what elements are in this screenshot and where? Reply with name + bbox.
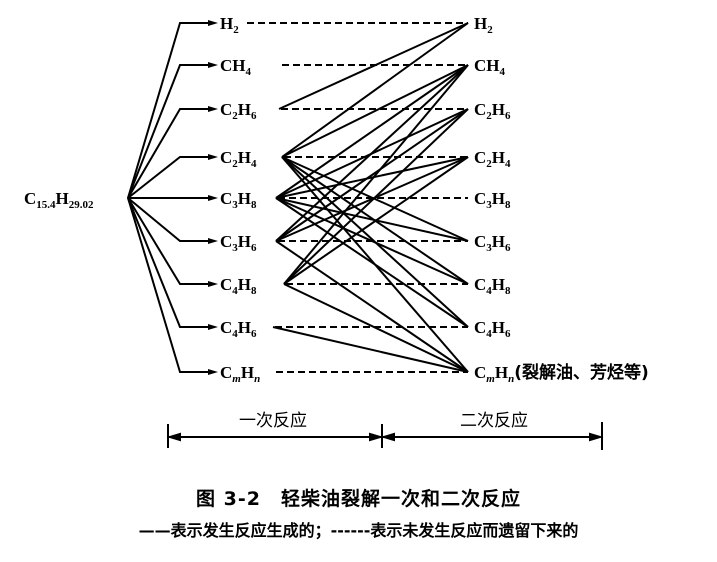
secondary-product-label-C3H6: C3H6 xyxy=(474,232,511,254)
figure-caption-title: 图 3-2 轻柴油裂解一次和二次反应 xyxy=(196,488,521,510)
secondary-reaction-lines xyxy=(272,22,469,373)
primary-arrow xyxy=(127,108,210,199)
secondary-reaction-line xyxy=(275,197,469,285)
primary-arrow xyxy=(127,197,210,242)
secondary-product-label-C2H4: C2H4 xyxy=(474,148,511,170)
secondary-reaction-line xyxy=(281,156,469,242)
secondary-product-label-C2H6: C2H6 xyxy=(474,100,511,122)
secondary-reaction-line xyxy=(275,156,469,242)
secondary-reaction-line xyxy=(275,108,469,242)
primary-arrow xyxy=(127,22,210,199)
stage-label-primary: 一次反应 xyxy=(239,411,307,431)
primary-arrow xyxy=(127,64,210,199)
primary-product-label-C3H8: C3H8 xyxy=(220,189,257,211)
primary-product-label-CmHn: CmHn xyxy=(220,363,260,385)
primary-product-label-C3H6: C3H6 xyxy=(220,232,257,254)
secondary-reaction-line xyxy=(275,156,469,199)
secondary-product-label-C4H8: C4H8 xyxy=(474,275,511,297)
feedstock-label: C15.4H29.02 xyxy=(24,189,94,211)
secondary-reaction-line xyxy=(272,326,469,373)
secondary-product-label-CH4: CH4 xyxy=(474,56,506,78)
primary-arrow xyxy=(127,156,210,199)
secondary-reaction-line xyxy=(275,240,469,373)
secondary-reaction-line xyxy=(281,64,469,158)
primary-arrow xyxy=(127,197,210,373)
secondary-reaction-line xyxy=(275,197,469,242)
secondary-product-label-CmHn: CmHn(裂解油、芳烃等) xyxy=(474,362,649,385)
primary-product-label-H2: H2 xyxy=(220,14,239,36)
primary-reaction-arrows xyxy=(127,20,218,375)
secondary-reaction-line xyxy=(283,283,469,373)
secondary-reaction-line xyxy=(278,22,469,110)
secondary-reaction-line xyxy=(275,197,469,328)
secondary-reaction-line xyxy=(281,22,469,158)
primary-product-label-C2H6: C2H6 xyxy=(220,100,257,122)
secondary-reaction-line xyxy=(283,64,469,285)
figure-caption-legend: ——表示发生反应生成的；------表示未发生反应而遗留下来的 xyxy=(138,521,579,540)
secondary-product-label-H2: H2 xyxy=(474,14,493,36)
primary-arrow xyxy=(127,197,210,285)
secondary-reaction-line xyxy=(275,108,469,199)
reaction-stage-bar xyxy=(166,422,604,450)
primary-arrow xyxy=(127,197,210,328)
secondary-product-label-C3H8: C3H8 xyxy=(474,189,511,211)
primary-product-label-C4H8: C4H8 xyxy=(220,275,257,297)
primary-product-label-C4H6: C4H6 xyxy=(220,318,257,340)
secondary-product-label-C4H6: C4H6 xyxy=(474,318,511,340)
primary-product-label-C2H4: C2H4 xyxy=(220,148,257,170)
primary-product-label-CH4: CH4 xyxy=(220,56,252,78)
stage-label-secondary: 二次反应 xyxy=(460,411,528,431)
